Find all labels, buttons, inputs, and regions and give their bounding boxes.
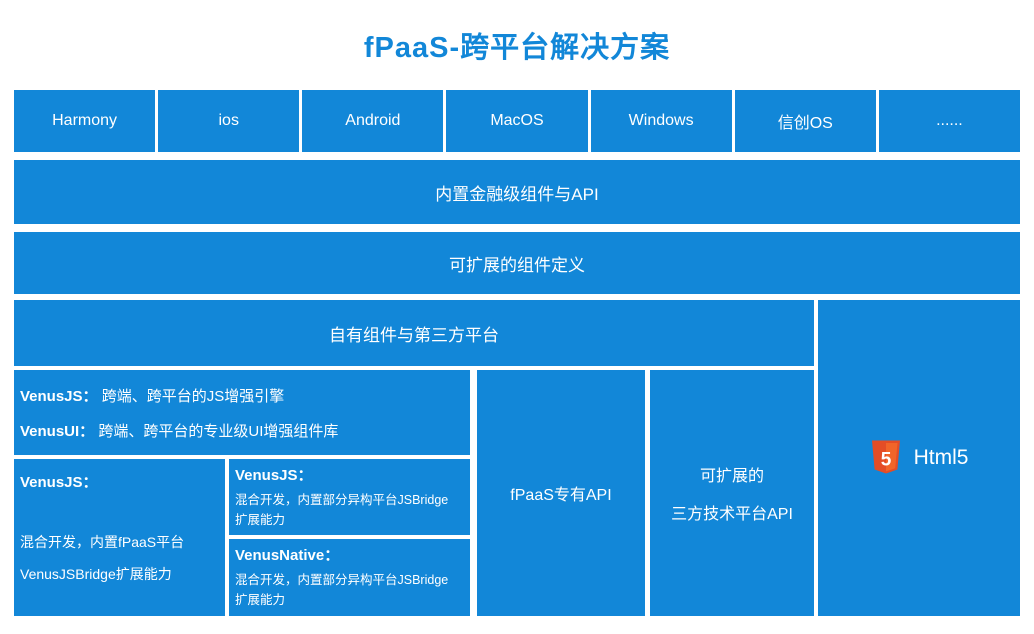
third-party-api-box: 可扩展的 三方技术平台API — [650, 370, 814, 616]
venusjs-engine-line: VenusJS： 跨端、跨平台的JS增强引擎 — [20, 385, 284, 406]
venusjs-label: VenusJS： — [20, 387, 98, 405]
venusnative-bridge-text1: 混合开发，内置部分异构平台JSBridge — [235, 573, 449, 587]
platform-row: Harmony ios Android MacOS Windows 信创OS .… — [14, 90, 1020, 152]
venusnative-bridge-box: VenusNative： 混合开发，内置部分异构平台JSBridge 扩展能力 — [229, 539, 470, 616]
venusjs-hybrid-text1: 混合开发，内置fPaaS平台 — [20, 534, 185, 550]
venusnative-bridge-label: VenusNative： — [235, 547, 340, 564]
venusjs-bridge-label: VenusJS： — [235, 467, 313, 484]
venusjs-hybrid-text2: VenusJSBridge扩展能力 — [20, 566, 172, 582]
page-title: fPaaS-跨平台解决方案 — [363, 32, 671, 64]
venusnative-bridge-text2: 扩展能力 — [235, 593, 286, 607]
venusjs-bridge-box: VenusJS： 混合开发，内置部分异构平台JSBridge 扩展能力 — [229, 459, 470, 535]
svg-text:5: 5 — [880, 449, 891, 470]
venusui-line: VenusUI： 跨端、跨平台的专业级UI增强组件库 — [20, 420, 338, 441]
venusjs-hybrid-label: VenusJS： — [20, 474, 98, 491]
own-components-header: 自有组件与第三方平台 — [14, 300, 814, 366]
html5-icon: 5 — [870, 440, 902, 477]
platform-more: ...... — [878, 90, 1020, 152]
platform-ios: ios — [158, 90, 300, 152]
venus-engine-box: VenusJS： 跨端、跨平台的JS增强引擎 VenusUI： 跨端、跨平台的专… — [14, 370, 470, 455]
platform-xinchuang-os: 信创OS — [734, 90, 876, 152]
html5-label: Html5 — [913, 446, 969, 469]
venusjs-text: 跨端、跨平台的JS增强引擎 — [101, 387, 285, 405]
extensible-definition-row: 可扩展的组件定义 — [14, 232, 1020, 294]
platform-macos: MacOS — [446, 90, 588, 152]
third-party-line1: 可扩展的 — [699, 468, 764, 485]
platform-windows: Windows — [590, 90, 732, 152]
third-party-line2: 三方技术平台API — [671, 506, 793, 523]
venusui-text: 跨端、跨平台的专业级UI增强组件库 — [98, 422, 339, 440]
html5-box: 5 Html5 — [818, 300, 1020, 616]
platform-android: Android — [302, 90, 444, 152]
builtin-components-row: 内置金融级组件与API — [14, 160, 1020, 224]
platform-harmony: Harmony — [14, 90, 156, 152]
venusui-label: VenusUI： — [20, 422, 95, 440]
venusjs-bridge-text1: 混合开发，内置部分异构平台JSBridge — [235, 493, 449, 507]
fpaas-api-box: fPaaS专有API — [477, 370, 645, 616]
venusjs-bridge-text2: 扩展能力 — [235, 513, 286, 527]
venusjs-hybrid-box: VenusJS： 混合开发，内置fPaaS平台 VenusJSBridge扩展能… — [14, 459, 225, 616]
